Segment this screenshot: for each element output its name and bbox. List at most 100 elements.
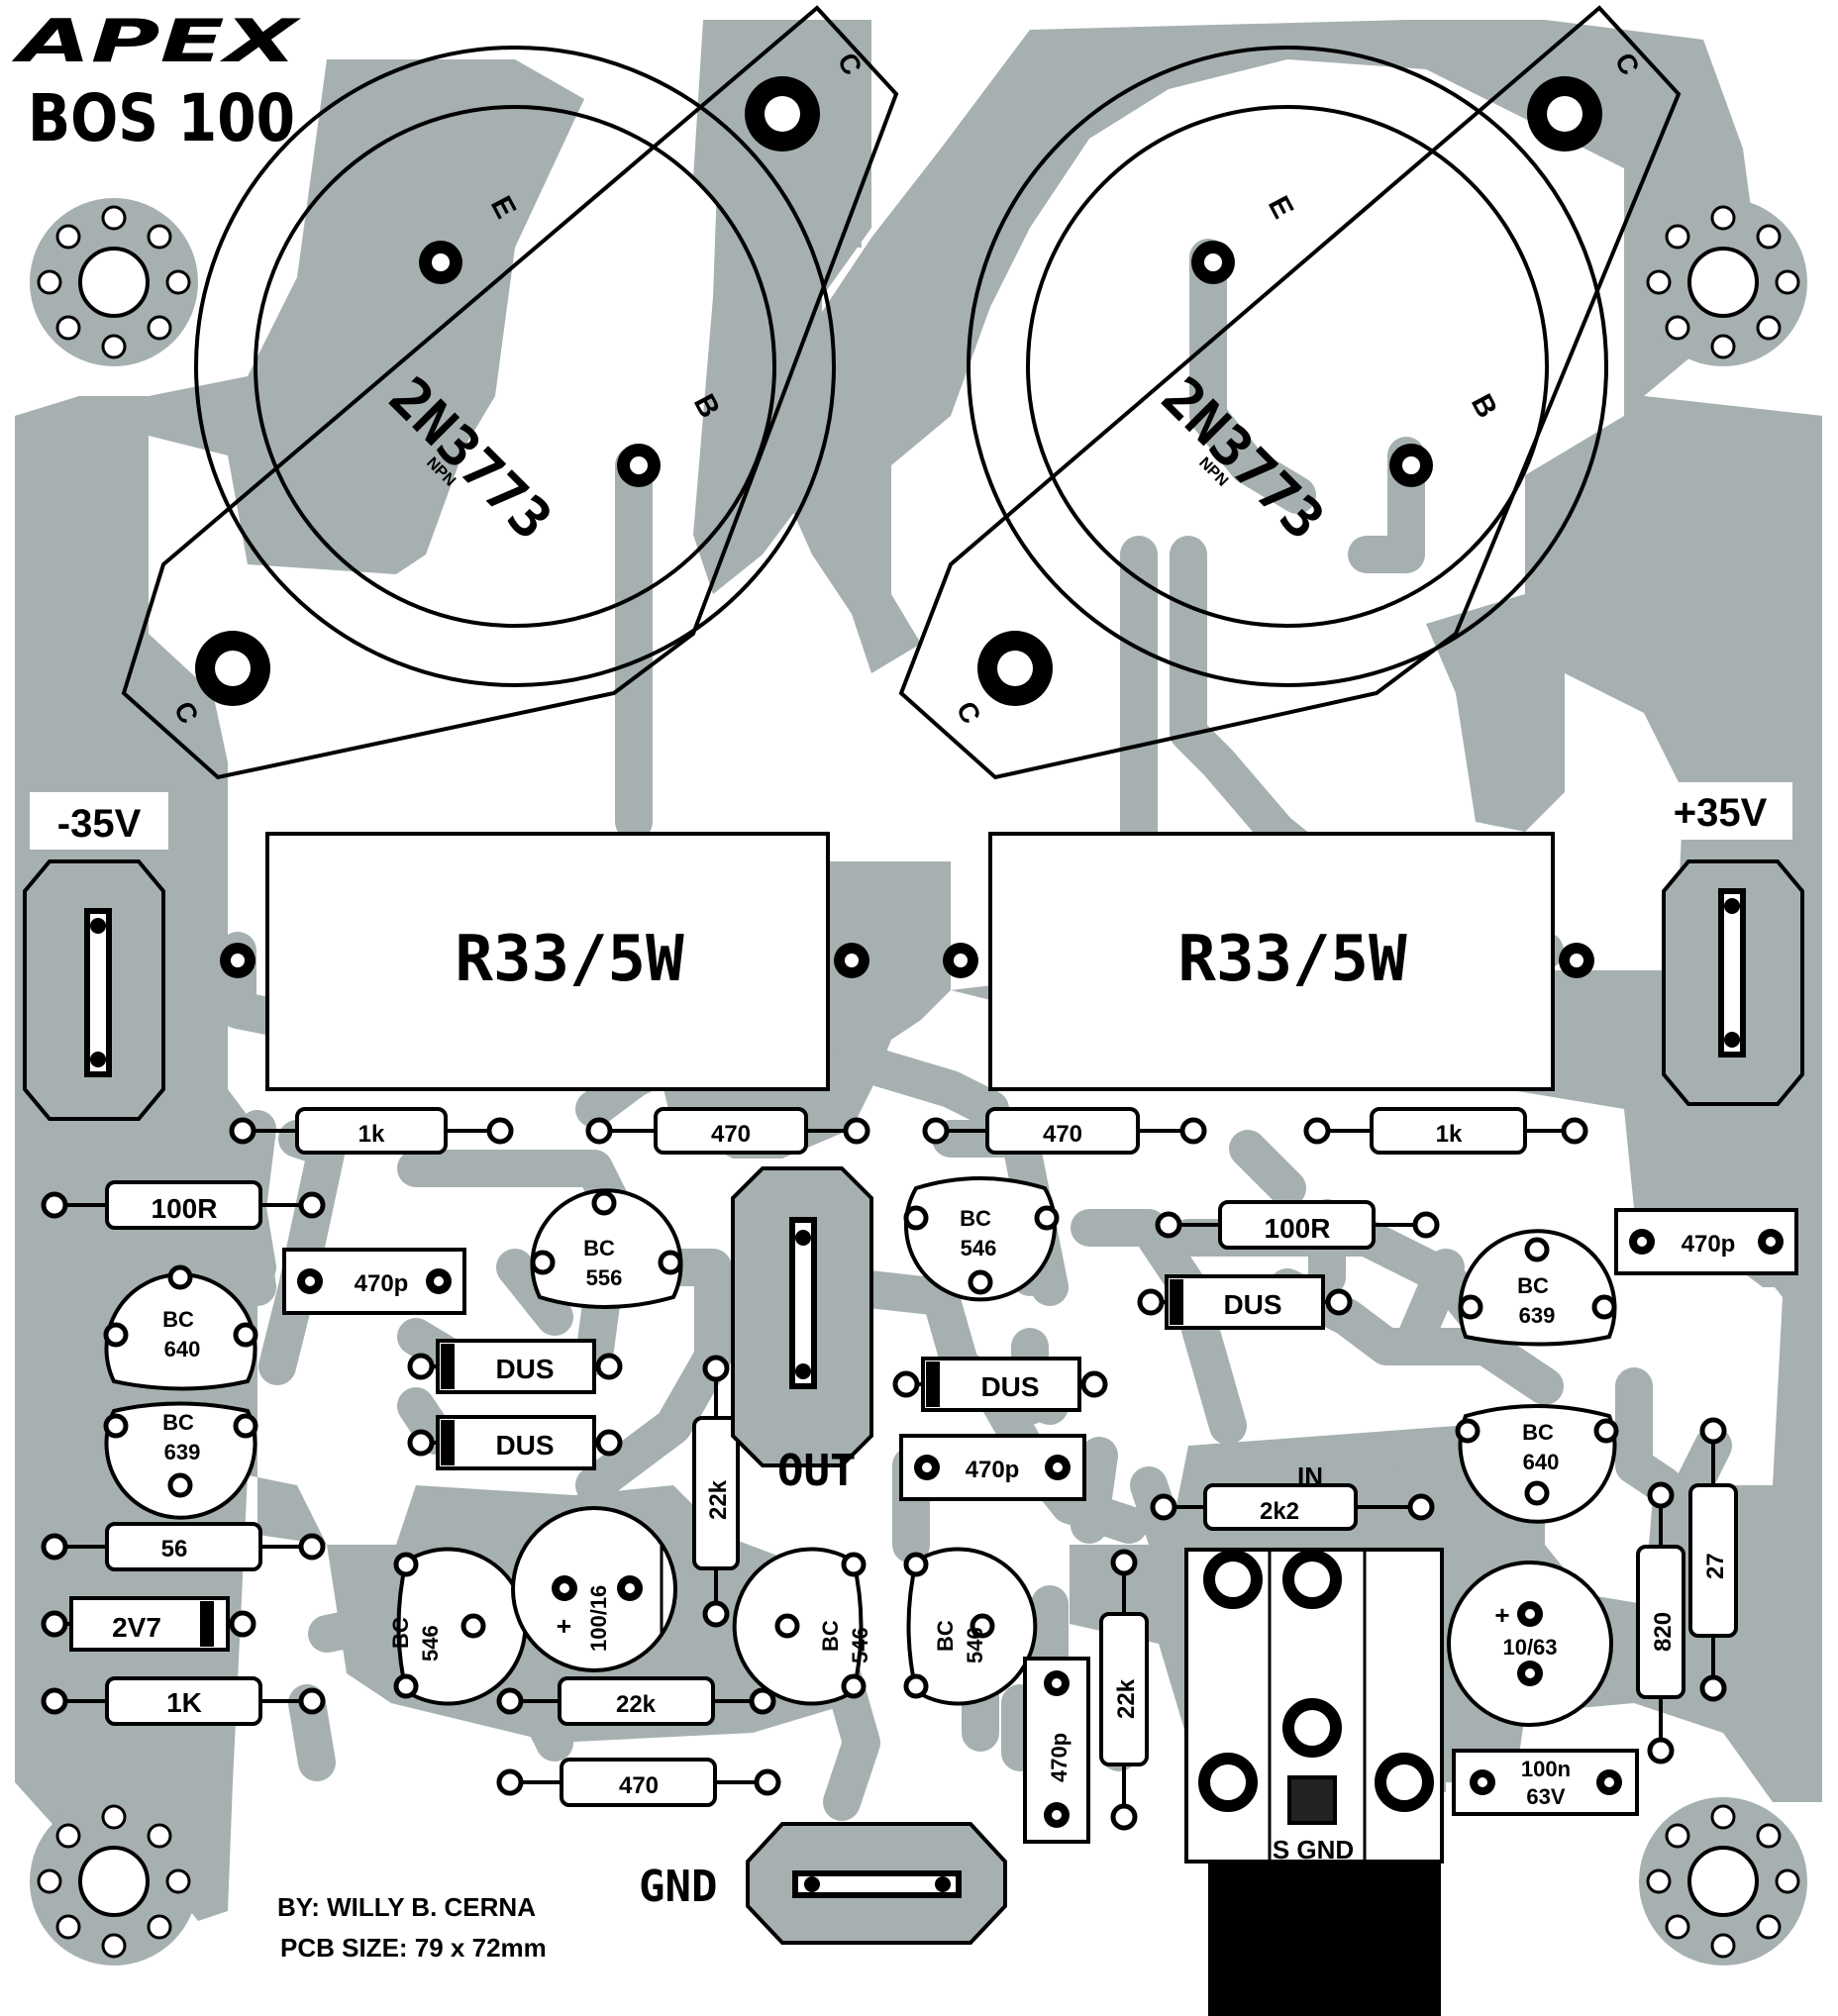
power-resistor-label: R33/5W — [455, 923, 684, 996]
mounting-hole-top-left — [37, 205, 191, 359]
transistor-label: BC — [162, 1307, 194, 1332]
diode-dus-2: DUS — [407, 1415, 623, 1470]
resistor-label: 1k — [1436, 1121, 1463, 1148]
resistor-label: 22k — [1113, 1678, 1140, 1719]
out-label: OUT — [777, 1446, 856, 1496]
power-resistor-right: R33/5W — [943, 832, 1594, 1091]
resistor-label: 22k — [616, 1691, 657, 1718]
terminal-negative: -35V — [23, 792, 168, 1121]
diode-label: DUS — [495, 1430, 554, 1461]
transistor-label: BC — [1522, 1420, 1554, 1445]
resistor-470-bottom: 470 — [496, 1758, 781, 1807]
transistor-bc640-right: BC 640 — [1455, 1404, 1619, 1524]
resistor-label: 1K — [166, 1687, 202, 1718]
capacitor-label: 470p — [966, 1457, 1020, 1483]
resistor-label: 100R — [1265, 1213, 1331, 1244]
part-number: 2N3773 — [1149, 365, 1336, 553]
capacitor-470p-out: 470p — [899, 1434, 1086, 1501]
resistor-label: 2k2 — [1260, 1498, 1299, 1525]
capacitor-label: 100n — [1521, 1757, 1571, 1781]
capacitor-label: 470p — [355, 1270, 409, 1297]
transistor-label: 546 — [848, 1627, 872, 1663]
transistor-bc639-right: BC 639 — [1458, 1229, 1617, 1347]
resistor-label: 56 — [161, 1536, 188, 1562]
author-credit: BY: WILLY B. CERNA — [277, 1892, 536, 1922]
capacitor-10-63: + 10/63 — [1447, 1561, 1613, 1727]
capacitor-470p-left: 470p — [282, 1248, 466, 1315]
transistor-label: BC — [583, 1236, 615, 1260]
transistor-bc640-left: BC 640 — [103, 1264, 258, 1391]
capacitor-label: 470p — [1682, 1231, 1736, 1258]
in-label: IN — [1297, 1462, 1323, 1491]
capacitor-100n: 100n 63V — [1452, 1749, 1639, 1816]
transistor-bc639-left: BC 639 — [103, 1401, 258, 1520]
transistor-label: 546 — [418, 1625, 443, 1662]
capacitor-470p-right: 470p — [1614, 1208, 1798, 1275]
resistor-56: 56 — [41, 1522, 326, 1571]
transistor-label: 640 — [1523, 1450, 1560, 1474]
transistor-label: 639 — [164, 1440, 201, 1464]
transistor-bc546-top: BC 546 — [903, 1176, 1060, 1302]
diode-dus-3: DUS — [892, 1357, 1108, 1412]
capacitor-470p-vertical: 470p — [1023, 1657, 1090, 1844]
mounting-hole-bottom-left — [37, 1804, 191, 1959]
resistor-1k-bottom: 1K — [41, 1676, 326, 1726]
signal-gnd-label: S GND — [1273, 1835, 1354, 1865]
supply-positive-label: +35V — [1674, 791, 1768, 835]
pin-e-label: E — [1262, 191, 1300, 224]
mounting-hole-top-right — [1646, 205, 1800, 359]
transistor-label: 556 — [586, 1265, 623, 1290]
capacitor-label: 63V — [1526, 1784, 1565, 1809]
resistor-22k-right-vertical: 22k — [1099, 1549, 1149, 1831]
transistor-label: 640 — [164, 1337, 201, 1361]
pin-b-label: B — [1465, 389, 1503, 424]
transistor-label: 546 — [963, 1627, 987, 1663]
gnd-label: GND — [639, 1862, 717, 1912]
resistor-label: 470 — [711, 1121, 751, 1148]
terminal-out: OUT — [731, 1166, 873, 1496]
resistor-label: 1k — [358, 1121, 385, 1148]
transistor-label: BC — [933, 1620, 958, 1652]
transistor-bc546-a: BC 546 — [388, 1547, 528, 1706]
resistor-1k-right: 1k — [1303, 1107, 1588, 1155]
diode-label: DUS — [980, 1371, 1039, 1402]
transistor-label: BC — [1517, 1273, 1549, 1298]
power-resistor-label: R33/5W — [1177, 923, 1407, 996]
input-connector: IN S GND — [1184, 1462, 1444, 2016]
resistor-label: 820 — [1650, 1612, 1677, 1652]
resistor-22k-vertical: 22k — [692, 1355, 740, 1628]
resistor-470-mid-right: 470 — [922, 1107, 1207, 1155]
model-title: BOS 100 — [28, 80, 295, 156]
transistor-label: BC — [162, 1410, 194, 1435]
resistor-27: 27 — [1688, 1417, 1738, 1702]
transistor-bc546-b: BC 546 — [732, 1547, 872, 1706]
diode-2v7: 2V7 — [41, 1596, 256, 1652]
resistor-label: 22k — [705, 1479, 732, 1520]
resistor-100r-right: 100R — [1155, 1200, 1440, 1250]
diode-label: DUS — [1223, 1289, 1281, 1320]
resistor-820: 820 — [1636, 1481, 1685, 1764]
transistor-bc556: BC 556 — [530, 1188, 683, 1309]
resistor-label: 27 — [1702, 1553, 1729, 1579]
polarity-mark: + — [549, 1619, 578, 1634]
resistor-22k-bottom: 22k — [496, 1676, 776, 1726]
power-resistor-left: R33/5W — [220, 832, 869, 1091]
polarity-mark: + — [1494, 1600, 1509, 1630]
resistor-1k-left: 1k — [229, 1107, 514, 1155]
supply-negative-label: -35V — [57, 802, 142, 846]
resistor-label: 100R — [152, 1193, 218, 1224]
terminal-gnd: GND — [639, 1822, 1007, 1945]
transistor-bc546-c: BC 546 — [903, 1547, 1038, 1706]
diode-dus-4: DUS — [1137, 1274, 1353, 1330]
mounting-hole-bottom-right — [1646, 1804, 1800, 1959]
capacitor-label: 470p — [1047, 1733, 1072, 1782]
resistor-label: 470 — [1043, 1121, 1082, 1148]
brand-logo: APEX — [12, 7, 302, 76]
capacitor-label: 10/63 — [1502, 1635, 1557, 1660]
transistor-label: BC — [818, 1620, 843, 1652]
pcb-size-note: PCB SIZE: 79 x 72mm — [280, 1933, 547, 1963]
brand-text: APEX — [12, 7, 302, 76]
pin-c2-label: C — [951, 696, 987, 728]
resistor-100r-left: 100R — [41, 1180, 326, 1230]
